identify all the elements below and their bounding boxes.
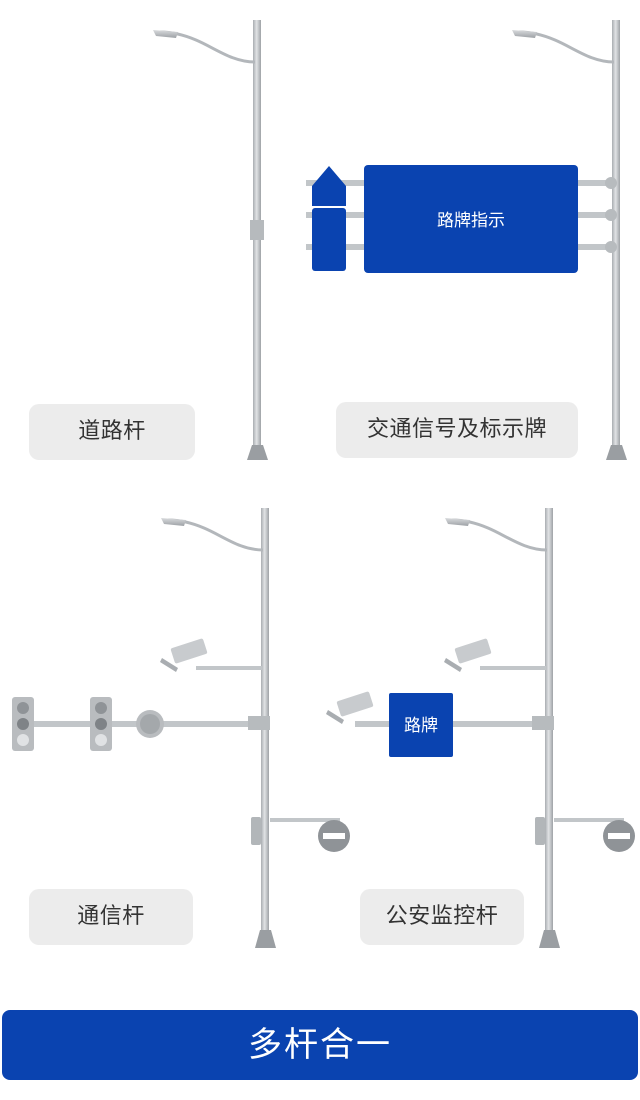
traffic-light-1 [12, 697, 34, 751]
traffic-light-2 [90, 697, 112, 751]
road-pole [153, 20, 268, 460]
cabinet-box [251, 817, 261, 845]
multi-pole-banner: 多杆合一 [2, 1010, 638, 1080]
no-entry-sign-icon [318, 820, 350, 852]
camera-icon [444, 638, 492, 672]
lower-arm [270, 818, 340, 822]
lamp-head [153, 30, 178, 38]
road-sign [389, 693, 453, 757]
arrow-sign [312, 166, 346, 206]
security-pole-label: 公安监控杆 [360, 889, 524, 945]
security-pole: 路牌 [326, 508, 635, 948]
arrow-sign-body [312, 208, 346, 271]
lower-arm [554, 818, 624, 822]
pole-base [255, 930, 276, 948]
pole-base [247, 445, 268, 460]
pedestrian-sign-icon [136, 710, 164, 738]
no-entry-sign-icon [603, 820, 635, 852]
camera-icon [326, 691, 374, 724]
camera-arm [196, 666, 262, 670]
pole-shaft [612, 20, 620, 460]
communication-pole-label: 通信杆 [29, 889, 193, 945]
road-pole-label: 道路杆 [29, 404, 195, 460]
communication-pole [12, 508, 350, 948]
road-sign-text: 路牌 [404, 716, 438, 736]
lamp-head [445, 518, 470, 526]
road-guide-sign-text: 路牌指示 [437, 211, 505, 231]
pole-joint [250, 220, 264, 240]
traffic-signal-pole-label: 交通信号及标示牌 [336, 402, 578, 458]
traffic-signal-pole: 路牌指示 [306, 20, 627, 460]
road-guide-sign [364, 165, 578, 273]
lamp-head [512, 30, 537, 38]
poles-illustration: 路牌指示 [12, 20, 635, 948]
camera-arm [480, 666, 546, 670]
cabinet-box [535, 817, 545, 845]
pole-base [606, 445, 627, 460]
camera-icon [160, 638, 208, 672]
pole-base [539, 930, 560, 948]
lamp-head [161, 518, 186, 526]
